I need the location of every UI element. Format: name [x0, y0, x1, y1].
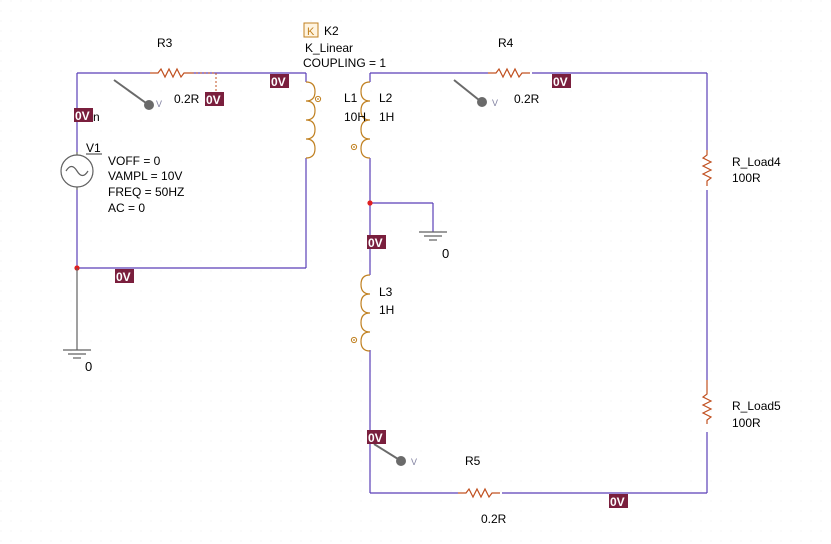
ground-right-label: 0 [442, 246, 449, 261]
probe-left-v-letter: V [156, 99, 162, 109]
resistor-r5-symbol[interactable] [458, 487, 500, 499]
r3-ref-label: R3 [157, 36, 173, 50]
v1-param-voff: VOFF = 0 [108, 154, 161, 168]
voltage-marker-lower-center[interactable]: 0V [367, 430, 386, 445]
coupling-k-icon[interactable]: K [303, 22, 319, 38]
resistor-rload5-symbol[interactable] [701, 380, 713, 424]
k2-model-label: K_Linear [305, 41, 353, 55]
r5-value-label: 0.2R [481, 512, 507, 526]
l3-value-label: 1H [379, 303, 394, 317]
voltage-probe-bottom[interactable] [373, 443, 406, 466]
coupling-k-icon-letter: K [307, 26, 315, 38]
l3-ref-label: L3 [379, 285, 393, 299]
rload4-value-label: 100R [732, 171, 761, 185]
inductor-l1-symbol[interactable] [305, 81, 322, 159]
r4-value-label: 0.2R [514, 92, 540, 106]
r5-ref-label: R5 [465, 454, 481, 468]
resistor-r3-symbol[interactable] [150, 67, 217, 92]
l1-value-label: 10H [344, 110, 366, 124]
voltage-marker-top-l1[interactable]: 0V [270, 74, 289, 89]
r3-value-label: 0.2R [174, 92, 200, 106]
svg-text:0V: 0V [610, 495, 625, 509]
v1-ref-label: V1 [86, 141, 101, 155]
junction-dot-center [367, 200, 373, 206]
probe-right-v-letter: V [492, 98, 498, 108]
voltage-marker-r3[interactable]: 0V [205, 92, 224, 107]
inductor-l3-symbol[interactable] [350, 274, 371, 352]
voltage-marker-bottom-left[interactable]: 0V [115, 269, 134, 284]
ground-left-label: 0 [85, 359, 92, 374]
k2-coupling-label: COUPLING = 1 [303, 56, 386, 70]
v1-param-vampl: VAMPL = 10V [108, 169, 182, 183]
v1-param-freq: FREQ = 50HZ [108, 185, 184, 199]
v1-source-symbol[interactable] [60, 152, 94, 190]
svg-text:0V: 0V [75, 109, 90, 123]
wires [76, 72, 708, 494]
voltage-marker-bottom-right[interactable]: 0V [609, 494, 628, 509]
svg-text:0V: 0V [206, 93, 221, 107]
voltage-marker-top-r4[interactable]: 0V [552, 74, 571, 89]
rload5-ref-label: R_Load5 [732, 399, 781, 413]
voltage-probe-left[interactable] [113, 79, 154, 110]
svg-text:0V: 0V [368, 431, 383, 445]
svg-text:0V: 0V [368, 236, 383, 250]
voltage-marker-center[interactable]: 0V [367, 235, 386, 250]
svg-text:0V: 0V [116, 270, 131, 284]
rload5-value-label: 100R [732, 416, 761, 430]
inductor-l2-symbol[interactable] [350, 81, 371, 159]
l2-ref-label: L2 [379, 91, 393, 105]
k2-ref-label: K2 [324, 24, 339, 38]
resistor-r4-symbol[interactable] [488, 67, 530, 79]
v1-param-ac: AC = 0 [108, 201, 145, 215]
voltage-probe-right[interactable] [453, 79, 487, 107]
resistor-rload4-symbol[interactable] [701, 150, 713, 186]
l1-ref-label: L1 [344, 91, 358, 105]
v1-pin-label: n [93, 110, 100, 124]
l2-value-label: 1H [379, 110, 394, 124]
rload4-ref-label: R_Load4 [732, 155, 781, 169]
r4-ref-label: R4 [498, 36, 514, 50]
voltage-marker-top-left[interactable]: 0V [74, 108, 93, 123]
svg-text:0V: 0V [271, 75, 286, 89]
ground-left-symbol[interactable] [63, 268, 91, 359]
ground-right-symbol[interactable] [419, 231, 447, 241]
probe-bottom-v-letter: V [411, 457, 417, 467]
svg-text:0V: 0V [553, 75, 568, 89]
